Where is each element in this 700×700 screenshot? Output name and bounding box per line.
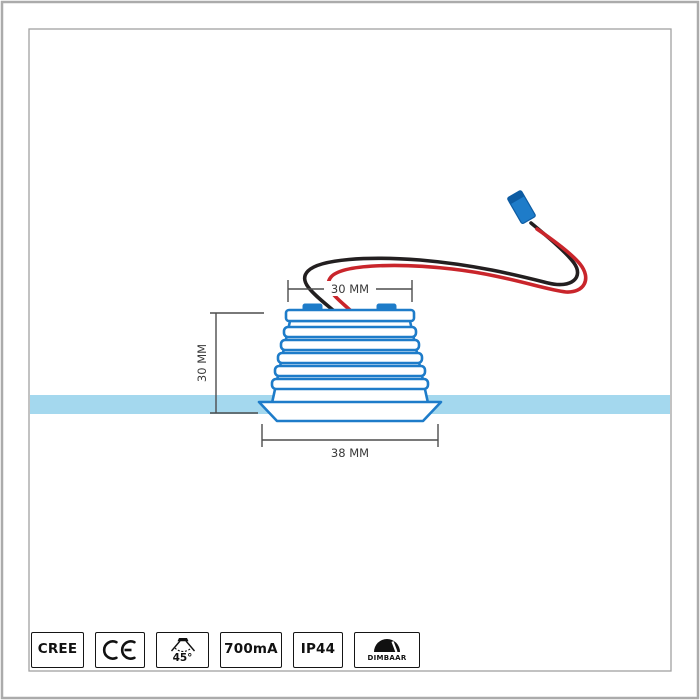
badge-dimmable: DIMBAAR xyxy=(354,632,420,668)
lamp-top-cap xyxy=(284,308,416,323)
current-label: 700mA xyxy=(224,641,278,658)
badge-cree: CREE xyxy=(31,632,84,668)
wire-black xyxy=(302,221,580,313)
badge-beam-angle: 45° xyxy=(156,632,209,668)
cree-label: CREE xyxy=(37,641,78,658)
heatsink-fin xyxy=(273,364,427,378)
badge-ip-rating: IP44 xyxy=(293,632,343,668)
dimension-left-label: 30 MM xyxy=(195,344,209,382)
heatsink-fin xyxy=(270,377,430,391)
badge-ce xyxy=(95,632,145,668)
lamp-wires xyxy=(302,221,588,313)
dimmer-icon xyxy=(374,638,400,652)
dimmable-label: DIMBAAR xyxy=(367,653,407,662)
heatsink-fin xyxy=(279,338,421,352)
beam-angle-icon xyxy=(170,637,195,652)
badge-current: 700mA xyxy=(220,632,282,668)
dimension-bottom-label: 38 MM xyxy=(331,446,369,460)
wire-red xyxy=(326,227,588,313)
lamp-body xyxy=(257,303,443,423)
dimension-left: 30 MM xyxy=(195,312,264,414)
ce-mark-icon xyxy=(102,640,136,660)
ip-rating-label: IP44 xyxy=(300,641,336,658)
heatsink-fin xyxy=(282,325,418,339)
dimension-top-label: 30 MM xyxy=(331,282,369,296)
heatsink-fin xyxy=(276,351,424,365)
beam-angle-label: 45° xyxy=(172,651,193,664)
trim-flange xyxy=(257,400,443,423)
wire-connector xyxy=(507,190,536,224)
dimension-top: 30 MM xyxy=(287,280,413,302)
badge-row: CREE 45° 700mA IP44 xyxy=(31,632,420,668)
dimension-bottom: 38 MM xyxy=(261,424,439,460)
